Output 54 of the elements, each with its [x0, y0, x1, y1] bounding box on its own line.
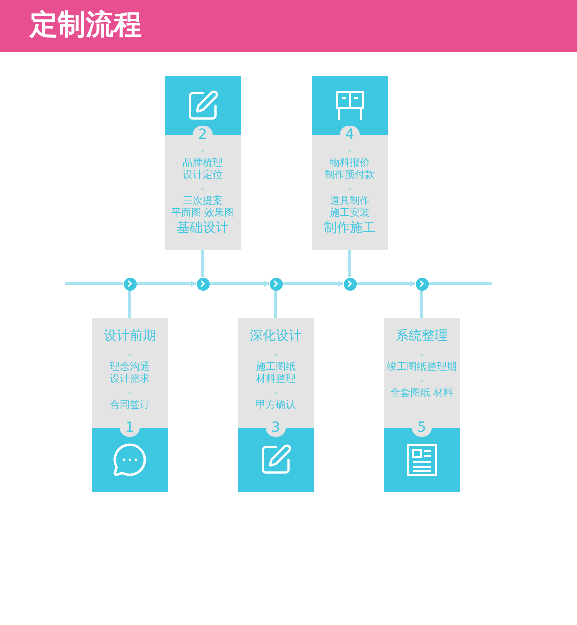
step-card: [238, 318, 314, 492]
step-detail: 理念沟通: [110, 362, 150, 374]
step-title: 制作施工: [324, 220, 376, 238]
dash-separator: -: [274, 351, 278, 361]
dash-separator: -: [128, 389, 132, 399]
chevron-circle: [124, 278, 136, 290]
chevron-circle: [270, 278, 282, 290]
step-detail: 材料整理: [256, 374, 296, 386]
step-detail: 三次提案: [183, 196, 223, 208]
step-detail: 平面图 效果图: [171, 208, 235, 220]
step-detail: 制作预付款: [325, 170, 375, 182]
connector-line: [348, 250, 352, 278]
step-card: [312, 76, 388, 250]
connector-line: [274, 290, 278, 318]
connector-line: [356, 281, 416, 287]
step-title: 基础设计: [177, 220, 229, 238]
step-detail: 品牌梳理: [183, 158, 223, 170]
step-card: [92, 318, 168, 492]
step-detail: 全套图纸 材料: [390, 388, 454, 400]
step-title: 设计前期: [104, 328, 156, 346]
step-title: 深化设计: [250, 328, 302, 346]
step-number: 5: [412, 419, 432, 437]
chevron-circle: [416, 278, 428, 290]
dash-separator: -: [274, 389, 278, 399]
step-detail: 甲方确认: [256, 400, 296, 412]
connector-line: [136, 281, 196, 287]
dash-separator: -: [201, 185, 205, 195]
step-detail: 竣工图纸整理期: [387, 362, 457, 374]
step-card: [384, 318, 460, 492]
connector-line: [128, 290, 132, 318]
step-title: 系统整理: [396, 328, 448, 346]
dash-separator: -: [348, 185, 352, 195]
chevron-circle: [196, 278, 210, 290]
step-detail: 合同签订: [110, 400, 150, 412]
connector-line: [420, 290, 424, 318]
step-detail: 设计需求: [110, 374, 150, 386]
step-detail: 设计定位: [183, 170, 223, 182]
step-number: 1: [120, 419, 140, 437]
step-number: 3: [266, 419, 286, 437]
step-detail: 施工图纸: [256, 362, 296, 374]
dash-separator: -: [201, 147, 205, 157]
connector-line: [202, 250, 204, 278]
step-detail: 物料报价: [330, 158, 370, 170]
step-detail: 道具制作: [330, 196, 370, 208]
dash-separator: -: [128, 351, 132, 361]
title: 定制流程: [30, 7, 142, 43]
dash-separator: -: [348, 147, 352, 157]
dash-separator: -: [420, 377, 424, 387]
connector-line: [210, 281, 270, 287]
step-card: [165, 76, 241, 250]
connector-line: [282, 281, 344, 287]
chevron-circle: [344, 278, 356, 290]
step-detail: 施工安装: [330, 208, 370, 220]
dash-separator: -: [420, 351, 424, 361]
